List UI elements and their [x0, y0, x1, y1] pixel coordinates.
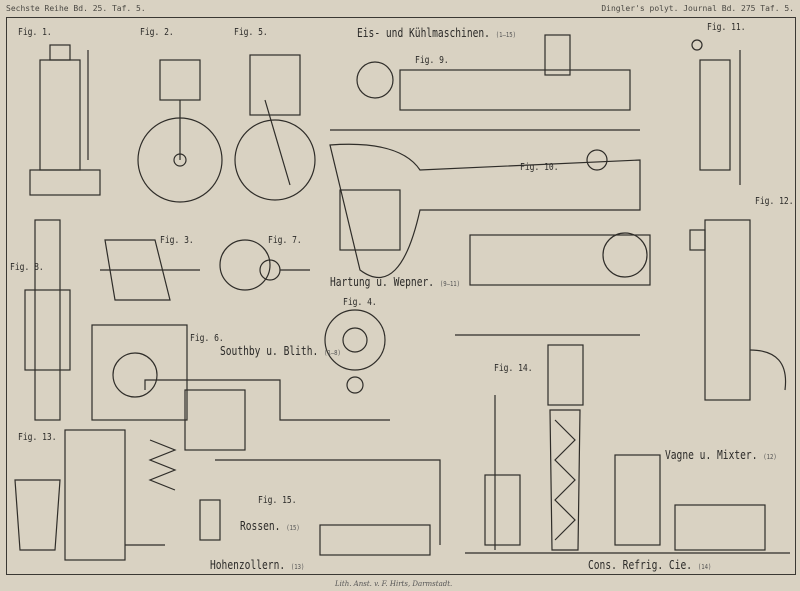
maker-vagne-mixter: Vagne u. Mixter. (12): [665, 448, 777, 462]
fig11-label: Fig. 11.: [707, 22, 746, 33]
journal-header: Dingler's polyt. Journal Bd. 275 Taf. 5.: [601, 4, 794, 13]
fig6-label: Fig. 6.: [190, 333, 224, 344]
fig9-drawing: [330, 34, 640, 131]
fig12-drawing: [689, 219, 787, 401]
fig2-label: Fig. 2.: [140, 27, 174, 38]
maker-name: Vagne u. Mixter.: [665, 448, 758, 462]
fig2-drawing: [137, 59, 223, 203]
maker-range: (12): [763, 453, 777, 461]
maker-name: Southby u. Blith.: [220, 344, 319, 358]
fig7-drawing: [219, 239, 310, 291]
plate-title-text: Eis- und Kühlmaschinen.: [357, 26, 490, 40]
fig5-label: Fig. 5.: [234, 27, 268, 38]
maker-southby-blith: Southby u. Blith. (1–8): [220, 344, 341, 358]
fig14-label: Fig. 14.: [494, 363, 533, 374]
lithographer-credit: Lith. Anst. v. F. Hirts, Darmstadt.: [335, 580, 453, 588]
fig1-drawing: [29, 44, 101, 196]
fig10-label: Fig. 10.: [520, 162, 559, 173]
maker-name: Cons. Refrig. Cie.: [588, 558, 693, 572]
fig10-drawing: [329, 143, 651, 286]
fig12-label: Fig. 12.: [755, 196, 794, 207]
maker-range: (14): [697, 563, 712, 571]
maker-name: Hohenzollern.: [210, 558, 286, 572]
maker-hartung-wepner: Hartung u. Wepner. (9–11): [330, 275, 460, 289]
fig15-label: Fig. 15.: [258, 495, 297, 506]
maker-range: (13): [290, 563, 305, 571]
maker-rossen: Rossen. (15): [240, 519, 300, 533]
fig14-drawing: [455, 334, 790, 554]
fig5-drawing: [234, 54, 316, 201]
fig13-drawing: [14, 429, 165, 561]
maker-name: Hartung u. Wepner.: [330, 275, 435, 289]
plate-title-range: (1–15): [495, 31, 516, 39]
fig1-label: Fig. 1.: [18, 27, 52, 38]
fig8-drawing: [24, 219, 71, 421]
fig15-drawing: [144, 379, 441, 556]
plate-title: Eis- und Kühlmaschinen. (1–15): [357, 26, 516, 40]
fig9-label: Fig. 9.: [415, 55, 449, 66]
maker-cons-refrig: Cons. Refrig. Cie. (14): [588, 558, 711, 572]
fig7-label: Fig. 7.: [268, 235, 302, 246]
maker-range: (1–8): [324, 349, 341, 357]
plate-series-header: Sechste Reihe Bd. 25. Taf. 5.: [6, 4, 146, 13]
fig13-label: Fig. 13.: [18, 432, 57, 443]
fig3-drawing: [100, 239, 200, 301]
plate-frame: [6, 17, 796, 575]
fig3-label: Fig. 3.: [160, 235, 194, 246]
fig11-drawing: [691, 39, 741, 185]
maker-range: (15): [286, 524, 300, 532]
fig4-label: Fig. 4.: [343, 297, 377, 308]
maker-hohenzollern: Hohenzollern. (13): [210, 558, 304, 572]
fig6-drawing: [91, 324, 188, 421]
maker-name: Rossen.: [240, 519, 281, 533]
fig8-label: Fig. 8.: [10, 262, 44, 273]
maker-range: (9–11): [439, 280, 461, 288]
fig4-drawing: [324, 309, 386, 394]
